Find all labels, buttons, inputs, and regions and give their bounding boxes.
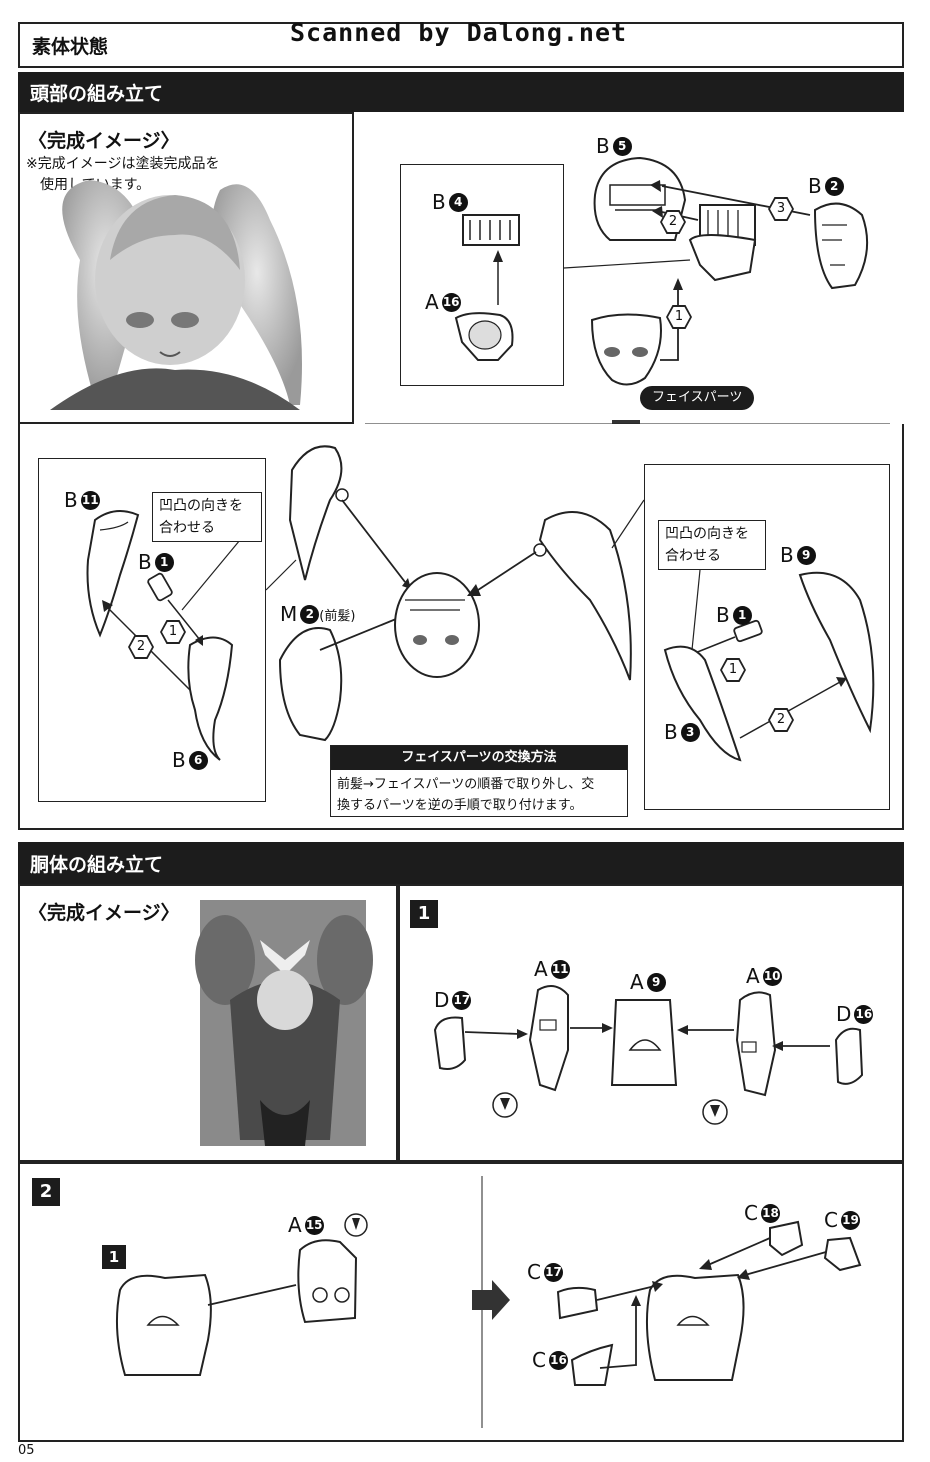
body-finish-image-title: 〈完成イメージ〉 (28, 902, 180, 924)
head-finish-image-title: 〈完成イメージ〉 (28, 130, 180, 152)
body-step-1-number: 1 (410, 900, 438, 928)
head-finish-note-2: 使用しています。 (40, 177, 151, 193)
face-swap-line-2: 換するパーツを逆の手順で取り付けます。 (337, 798, 583, 813)
face-swap-line-1: 前髪→フェイスパーツの順番で取り外し、交 (337, 777, 595, 792)
page-number: 05 (18, 1443, 35, 1458)
align-note-right: 凹凸の向きを合わせる (658, 520, 766, 570)
step-3-marker: 3 (768, 197, 794, 221)
body-step-2-number: 2 (32, 1178, 60, 1206)
step-2-marker: 2 (660, 210, 686, 234)
head-finish-note-1: ※完成イメージは塗装完成品を (26, 156, 220, 172)
body-step-2-sub-1: 1 (102, 1245, 126, 1269)
right-ponytail-subassembly-box (644, 464, 890, 810)
body-section-title: 胴体の組み立て (18, 842, 904, 884)
body-step1-panel (398, 884, 904, 1162)
align-note-left: 凹凸の向きを合わせる (152, 492, 262, 542)
section-title: 素体状態 (18, 22, 904, 68)
face-swap-title: フェイスパーツの交換方法 (331, 746, 627, 770)
step-1-marker: 1 (666, 305, 692, 329)
face-parts-pill: フェイスパーツ (640, 386, 755, 410)
face-swap-instructions: フェイスパーツの交換方法 前髪→フェイスパーツの順番で取り外し、交 換するパーツ… (330, 745, 628, 817)
head-section-title: 頭部の組み立て (18, 72, 904, 112)
body-finish-image-panel (18, 884, 398, 1162)
scan-watermark: Scanned by Dalong.net (290, 18, 628, 47)
b4-a16-subassembly-box (400, 164, 564, 386)
